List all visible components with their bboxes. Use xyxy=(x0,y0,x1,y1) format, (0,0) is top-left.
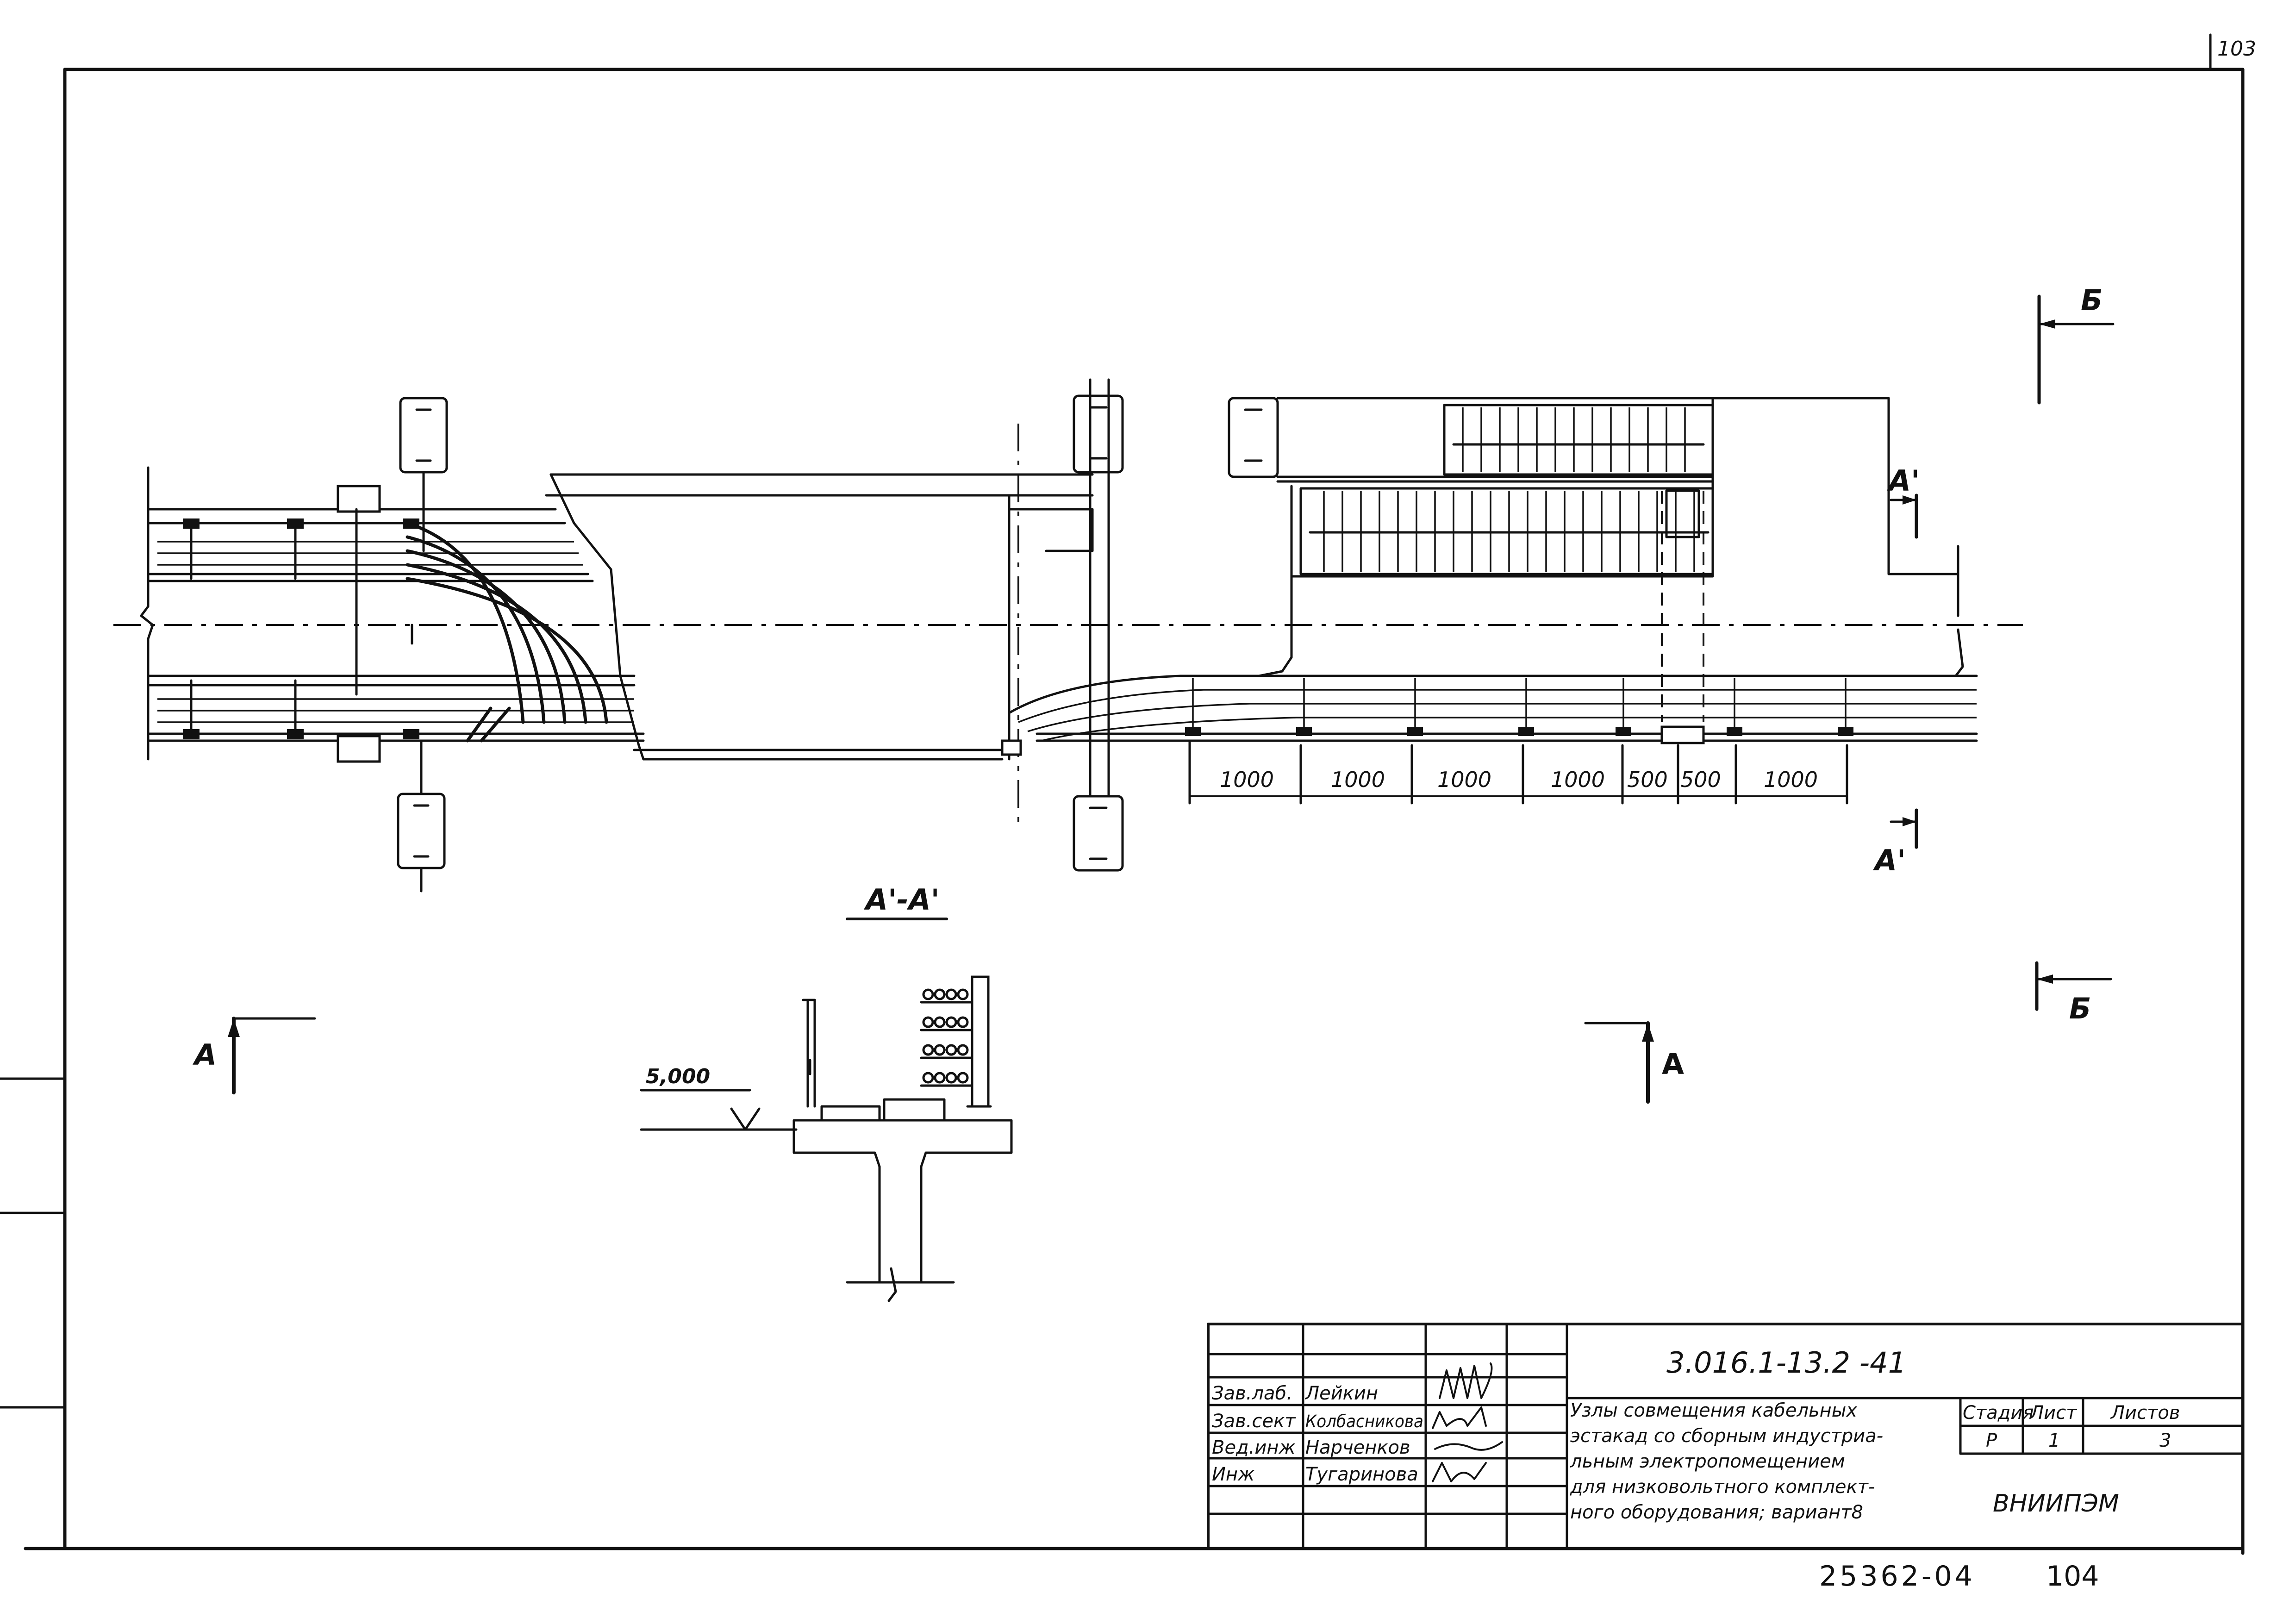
lower-cable-tray xyxy=(147,675,645,742)
column-middle xyxy=(1001,378,1124,872)
role-4: Инж xyxy=(1212,1464,1254,1485)
cable-bend xyxy=(406,521,608,743)
column-left-top xyxy=(337,397,448,763)
stage-value: Р xyxy=(1986,1430,1997,1451)
dimension-5: 500 xyxy=(1627,767,1668,792)
description-line-5: ного оборудования; вариант8 xyxy=(1570,1502,1863,1523)
page-number: 103 xyxy=(2217,37,2256,61)
role-2: Зав.сект xyxy=(1212,1411,1296,1432)
name-1: Лейкин xyxy=(1304,1383,1378,1404)
sheets-value: 3 xyxy=(2159,1430,2171,1451)
left-break-line xyxy=(140,466,154,761)
section-marker-a-right: А xyxy=(1584,1021,1684,1104)
section-marker-a-left: А xyxy=(192,1017,316,1094)
section-marker-a1-bottom: А' xyxy=(1872,808,1918,877)
sheets-header: Листов xyxy=(2110,1402,2180,1424)
inventory-number: 25362-04 xyxy=(1819,1560,1975,1593)
dimension-6: 500 xyxy=(1680,767,1721,792)
electrical-room xyxy=(1228,397,1959,744)
right-cable-tray xyxy=(1008,545,1978,742)
role-1: Зав.лаб. xyxy=(1212,1383,1292,1404)
name-2: Колбасникова xyxy=(1305,1412,1423,1431)
section-label-a-left: А xyxy=(192,1038,217,1072)
signatures xyxy=(1432,1362,1503,1482)
section-label-a-right: А xyxy=(1662,1047,1684,1081)
level-mark: 5,000 xyxy=(646,1065,710,1088)
dimension-4: 1000 xyxy=(1551,767,1605,792)
cable-shelves xyxy=(920,988,973,1087)
role-3: Вед.инж xyxy=(1212,1437,1296,1458)
plan-view: 1000 1000 1000 1000 500 500 1000 А' А' Б xyxy=(113,283,2115,1104)
section-view: А'-А' 5,000 xyxy=(640,883,1013,1302)
section-marker-b-top: Б xyxy=(2037,283,2115,405)
section-label-a1-bottom: А' xyxy=(1872,843,1906,877)
title-block: 3.016.1-13.2 -41 Зав.лаб. Зав.сект Вед.и… xyxy=(1207,1323,2244,1550)
description-line-1: Узлы совмещения кабельных xyxy=(1570,1400,1857,1421)
footer-number: 104 xyxy=(2046,1560,2099,1593)
dimension-labels: 1000 1000 1000 1000 500 500 1000 xyxy=(1220,767,1818,792)
dimension-7: 1000 xyxy=(1764,767,1818,792)
name-3: Нарченков xyxy=(1305,1437,1410,1458)
dimension-1: 1000 xyxy=(1220,767,1274,792)
section-marker-b-bottom: Б xyxy=(2035,961,2112,1025)
description-line-2: эстакад со сборным индустриа- xyxy=(1570,1425,1883,1447)
dimension-2: 1000 xyxy=(1331,767,1385,792)
dimension-3: 1000 xyxy=(1437,767,1491,792)
section-marker-a1-top: А' xyxy=(1886,464,1920,539)
section-label-b-top: Б xyxy=(2081,283,2103,317)
middle-ducts xyxy=(545,424,1094,824)
section-title: А'-А' xyxy=(863,883,940,917)
description-line-4: для низковольтного комплект- xyxy=(1570,1476,1875,1498)
description-line-3: льным электропомещением xyxy=(1570,1451,1845,1472)
stage-header: Стадия xyxy=(1963,1402,2034,1424)
cabinet-row-upper xyxy=(1462,407,1686,472)
sheet-header: Лист xyxy=(2029,1402,2078,1424)
section-label-a1-top: А' xyxy=(1886,464,1920,498)
upper-cable-tray xyxy=(147,508,594,582)
sheet-value: 1 xyxy=(2048,1430,2060,1451)
organization: ВНИИПЭМ xyxy=(1993,1490,2119,1518)
name-4: Тугаринова xyxy=(1305,1464,1418,1485)
dimension-chain xyxy=(1188,739,1848,805)
section-label-b-bottom: Б xyxy=(2069,992,2091,1025)
cabinet-row-lower xyxy=(1323,491,1695,572)
document-code: 3.016.1-13.2 -41 xyxy=(1666,1346,1906,1380)
column-left-bottom xyxy=(397,739,446,893)
